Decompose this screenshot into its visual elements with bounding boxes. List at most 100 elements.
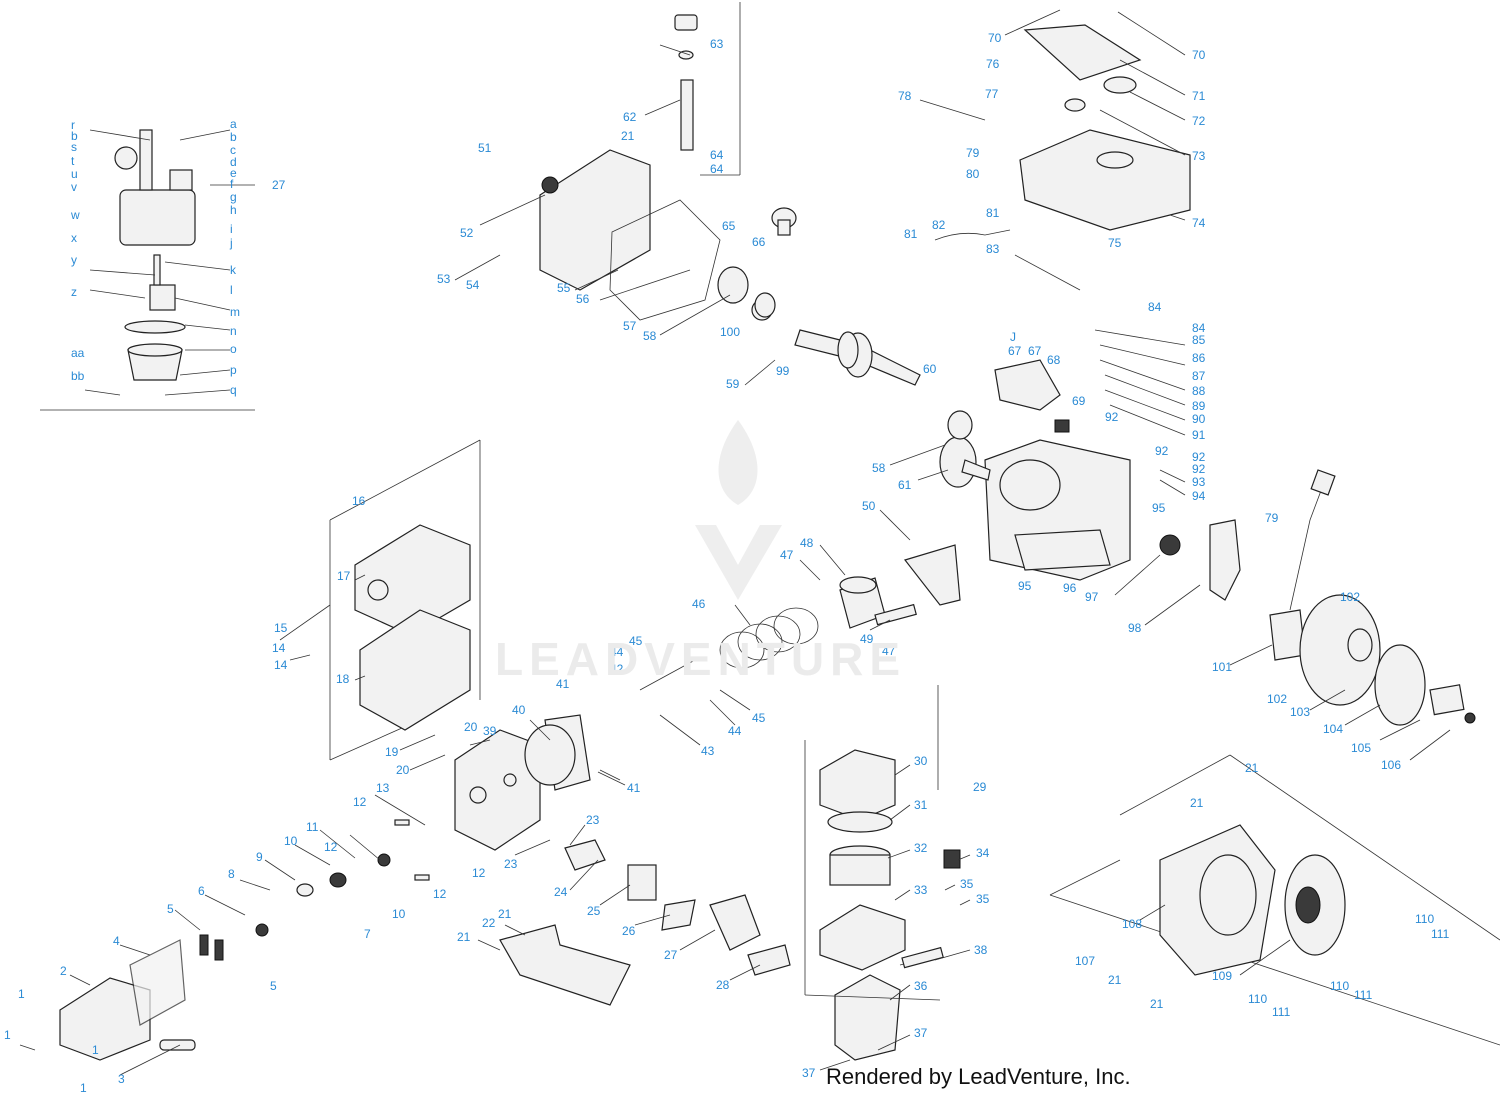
carb-part-label: n (230, 324, 237, 338)
part-label: 57 (623, 319, 637, 333)
carburetor-detail-frame (40, 129, 255, 411)
part-label: 110 (1415, 912, 1434, 926)
air-filter-assembly (804, 685, 961, 1061)
part-label: 33 (914, 883, 928, 897)
part-label: 30 (914, 754, 928, 768)
part-label: 2 (60, 964, 67, 978)
part-label: 56 (576, 292, 590, 306)
carb-part-label: d (230, 155, 237, 169)
part-label: 45 (752, 711, 766, 725)
part-label: 44 (728, 724, 742, 738)
part-label: J (1010, 330, 1016, 344)
carb-part-label: k (230, 263, 237, 277)
part-label: 46 (692, 597, 706, 611)
part-label: 32 (914, 841, 928, 855)
carb-part-label: l (230, 283, 233, 297)
part-label: 4 (113, 934, 120, 948)
carb-part-label: f (230, 177, 234, 191)
engine-block (984, 439, 1131, 581)
part-label: 81 (986, 206, 1000, 220)
part-label: 34 (976, 846, 990, 860)
part-label: 23 (586, 813, 600, 827)
part-label: 95 (1018, 579, 1032, 593)
part-label: 109 (1212, 969, 1232, 983)
crankcase-cover (539, 149, 721, 321)
part-label: 79 (966, 146, 980, 160)
carb-part-label: s (71, 140, 77, 154)
part-label: 93 (1192, 475, 1206, 489)
part-label: 26 (622, 924, 636, 938)
part-label: 71 (1192, 89, 1206, 103)
part-label: 88 (1192, 384, 1206, 398)
part-label: 1 (4, 1028, 11, 1042)
carb-part-label: y (71, 253, 77, 267)
carb-part-label: i (230, 222, 233, 236)
part-label: 12 (353, 795, 367, 809)
part-label: 27 (272, 178, 286, 192)
part-label: 98 (1128, 621, 1142, 635)
part-label: 92 (1192, 450, 1206, 464)
part-label: 75 (1108, 236, 1122, 250)
carb-part-label: v (71, 180, 77, 194)
valve-cover (59, 939, 196, 1061)
blower-housing-frame (1049, 754, 1500, 1046)
part-label: 20 (396, 763, 410, 777)
part-label: 11 (306, 820, 319, 834)
part-label: 35 (960, 877, 974, 891)
ignition-coil (1269, 469, 1336, 661)
part-label: 24 (554, 885, 568, 899)
part-label: 74 (1192, 216, 1206, 230)
carb-part-label: z (71, 285, 77, 299)
part-label: 55 (557, 281, 571, 295)
part-label: 36 (914, 979, 928, 993)
part-label: 102 (1340, 590, 1360, 604)
part-label: 92 (1192, 462, 1206, 476)
part-label: 19 (385, 745, 399, 759)
part-label: 1 (80, 1081, 87, 1095)
part-label: 103 (1290, 705, 1310, 719)
control-bracket (994, 359, 1070, 433)
part-label: 87 (1192, 369, 1206, 383)
part-label: 64 (710, 148, 724, 162)
part-label: 12 (433, 887, 447, 901)
part-label: 12 (472, 866, 486, 880)
valve-train (199, 819, 430, 961)
part-label: 67 (1028, 344, 1042, 358)
misc-seals (524, 519, 1241, 786)
carb-part-label: j (229, 236, 233, 250)
part-label: 52 (460, 226, 474, 240)
part-label: 14 (272, 641, 286, 655)
part-label: 43 (701, 744, 715, 758)
carb-part-label: c (230, 143, 236, 157)
part-label: 92 (1105, 410, 1119, 424)
part-label: 42 (610, 662, 624, 676)
part-label: 49 (860, 632, 874, 646)
part-label: 21 (498, 907, 512, 921)
connecting-rod (903, 544, 961, 606)
part-label: 65 (722, 219, 736, 233)
carb-part-label: o (230, 342, 237, 356)
part-label: 110 (1248, 992, 1267, 1006)
part-label: 106 (1381, 758, 1401, 772)
carb-part-label: m (230, 305, 240, 319)
rendered-by-footer: Rendered by LeadVenture, Inc. (826, 1064, 1131, 1089)
fuel-tank (934, 24, 1191, 241)
part-label: 102 (1267, 692, 1287, 706)
part-label: 84 (1148, 300, 1162, 314)
part-label: 25 (587, 904, 601, 918)
part-label: 108 (1122, 917, 1142, 931)
leader-lines (19, 9, 1451, 1076)
part-label: 54 (466, 278, 480, 292)
flywheel-group (1299, 594, 1476, 726)
part-label: 101 (1212, 660, 1232, 674)
part-label: 72 (1192, 114, 1206, 128)
part-label: 63 (710, 37, 724, 51)
part-label: 58 (872, 461, 886, 475)
part-label: 14 (274, 658, 288, 672)
part-label: 86 (1192, 351, 1206, 365)
part-label: 21 (1190, 796, 1204, 810)
part-label: 94 (1192, 489, 1206, 503)
carb-letter-labels: a b b c d e f g h i j k l m n o p q r s … (70, 117, 240, 397)
part-label: 64 (710, 162, 724, 176)
part-label: 39 (483, 724, 497, 738)
